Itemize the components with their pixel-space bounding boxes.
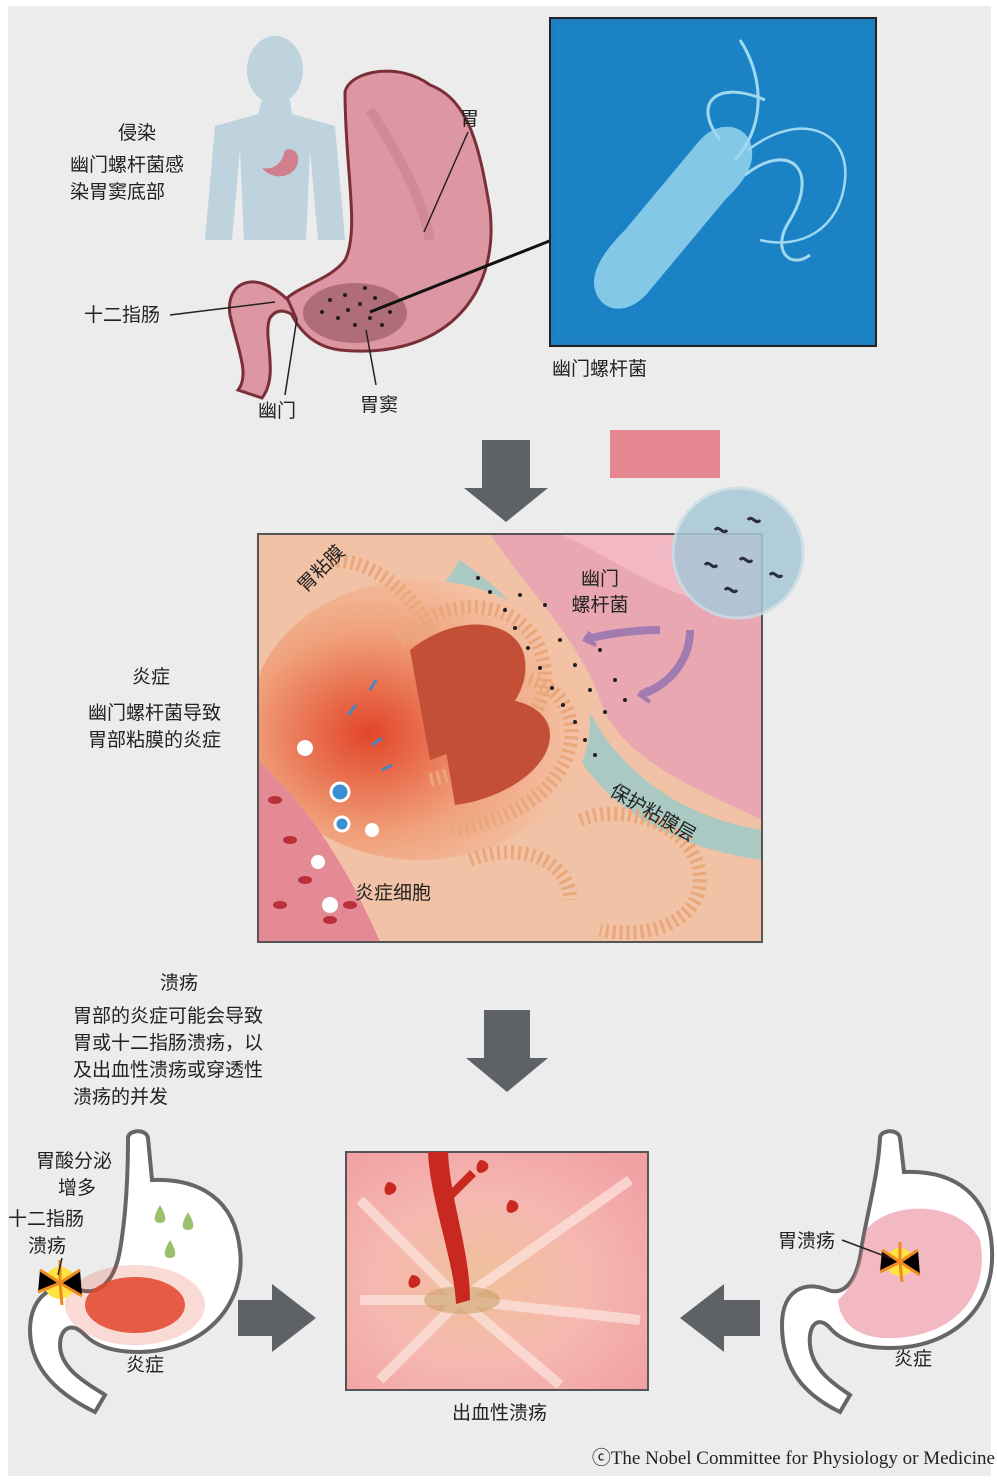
copyright-credit: ⓒThe Nobel Committee for Physiology or M… [592, 1443, 995, 1470]
label-gastric-ulcer: 胃溃疡 [778, 1228, 835, 1255]
label-right-inflammation: 炎症 [894, 1346, 932, 1373]
